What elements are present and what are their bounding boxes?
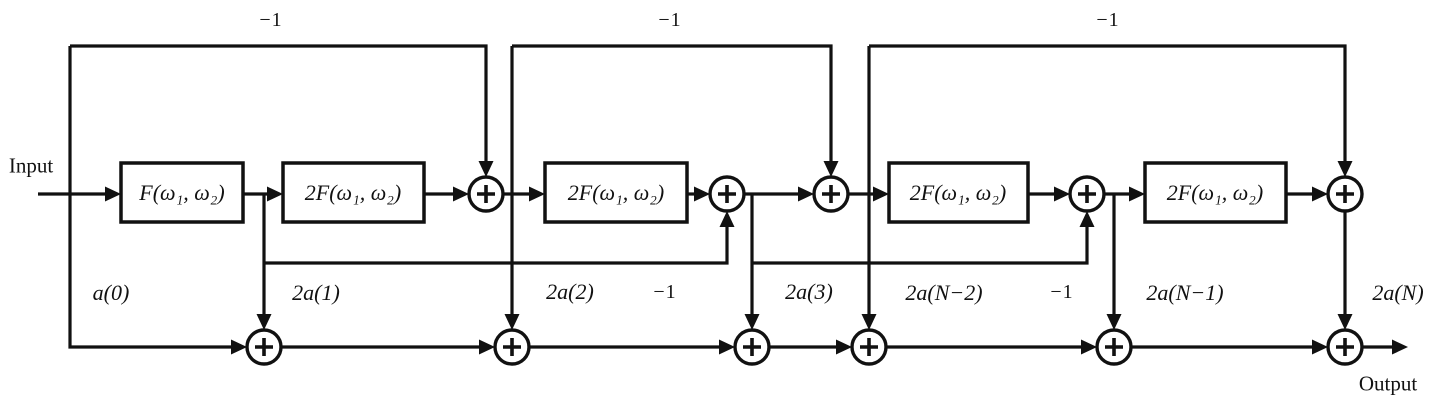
summing-junction-bottom-6 [1326, 328, 1364, 366]
arrowhead [478, 161, 494, 177]
plus-icon [822, 185, 840, 203]
arrowhead [267, 186, 283, 202]
summing-junction-top-2 [708, 175, 746, 213]
block-2F-4-label: 2F(ω₁, ω₂) [1166, 180, 1264, 205]
gain-mid-2-label: −1 [1050, 281, 1074, 303]
plus-icon [1336, 338, 1354, 356]
arrowhead [1079, 211, 1095, 227]
summing-junction-bottom-5 [1095, 328, 1133, 366]
input-label: Input [8, 153, 54, 178]
summing-junction-bottom-3 [733, 328, 771, 366]
arrowhead [798, 186, 814, 202]
plus-icon [255, 338, 273, 356]
plus-icon [1078, 185, 1096, 203]
tap-coefficient-2a3-label: 2a(3) [785, 279, 833, 304]
tap-coefficient-2a1-label: 2a(1) [292, 280, 340, 305]
block-2F-1 [281, 161, 426, 224]
arrowhead [719, 339, 735, 355]
tap-wire-N [1337, 211, 1353, 330]
arrowhead [744, 314, 760, 330]
arrowhead [105, 186, 121, 202]
summing-junction-top-4 [1068, 175, 1106, 213]
output-accumulator-path [281, 339, 1408, 355]
arrowhead [836, 339, 852, 355]
summing-junction-bottom-4 [850, 328, 888, 366]
feedback-path-top-3 [861, 44, 1353, 330]
feedback-path-mid-2 [744, 194, 1095, 330]
arrowhead [453, 186, 469, 202]
block-2F-2-label: 2F(ω₁, ω₂) [567, 180, 665, 205]
arrowhead [529, 186, 545, 202]
plus-icon [1336, 185, 1354, 203]
plus-icon [860, 338, 878, 356]
block-2F-3 [887, 161, 1030, 224]
block-2F-4 [1143, 161, 1288, 224]
arrowhead [1337, 161, 1353, 177]
block-2F-3-label: 2F(ω₁, ω₂) [909, 180, 1007, 205]
plus-icon [1105, 338, 1123, 356]
tap-wire-N-1 [1106, 194, 1122, 330]
output-label: Output [1358, 371, 1418, 396]
arrowhead [694, 186, 710, 202]
tap-coefficient-2aN2-label: 2a(N−2) [905, 280, 983, 305]
tap-coefficient-2aN-label: 2a(N) [1372, 280, 1424, 305]
gain-top-1-label: −1 [259, 9, 283, 31]
main-signal-path [243, 186, 1328, 202]
feedback-path-top-2 [504, 44, 839, 330]
feedback-path-mid-1 [256, 194, 735, 330]
arrowhead [1337, 314, 1353, 330]
tap-coefficient-a0-label: a(0) [92, 280, 130, 305]
arrowhead [1392, 339, 1408, 355]
input-wire [38, 46, 247, 355]
block-2F-2 [543, 161, 689, 224]
arrowhead [504, 314, 520, 330]
arrowhead [479, 339, 495, 355]
block-2F-1-label: 2F(ω₁, ω₂) [304, 180, 402, 205]
arrowhead [861, 314, 877, 330]
arrowhead [823, 161, 839, 177]
plus-icon [477, 185, 495, 203]
summing-junction-top-3 [812, 175, 850, 213]
arrowhead [231, 339, 247, 355]
summing-junction-bottom-1 [245, 328, 283, 366]
feedback-path-top-1 [70, 44, 494, 177]
arrowhead [1312, 339, 1328, 355]
block-F [119, 161, 245, 224]
plus-icon [718, 185, 736, 203]
arrowhead [1081, 339, 1097, 355]
summing-junction-bottom-2 [493, 328, 531, 366]
arrowhead [1312, 186, 1328, 202]
summing-junction-top-5 [1326, 175, 1364, 213]
arrowhead [719, 211, 735, 227]
summing-junction-top-1 [467, 175, 505, 213]
arrowhead [1054, 186, 1070, 202]
block-F-label: F(ω₁, ω₂) [139, 180, 225, 205]
gain-top-2-label: −1 [658, 9, 682, 31]
arrowhead [1129, 186, 1145, 202]
arrowhead [1106, 314, 1122, 330]
gain-mid-1-label: −1 [653, 281, 677, 303]
arrowhead [873, 186, 889, 202]
tap-coefficient-2aN1-label: 2a(N−1) [1146, 280, 1224, 305]
plus-icon [743, 338, 761, 356]
plus-icon [503, 338, 521, 356]
gain-top-3-label: −1 [1096, 9, 1120, 31]
arrowhead [256, 314, 272, 330]
tap-coefficient-2a2-label: 2a(2) [546, 279, 594, 304]
